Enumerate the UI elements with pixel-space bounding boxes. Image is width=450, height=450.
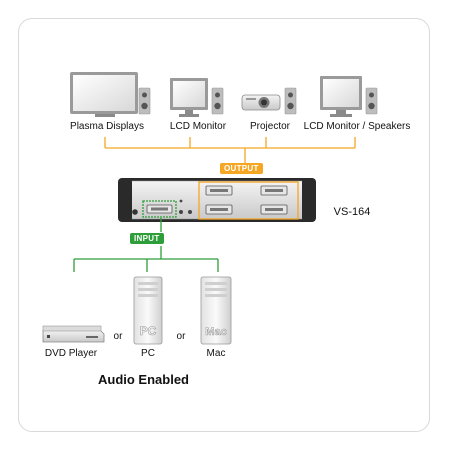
vs164-switch-unit (118, 178, 316, 222)
input-tag: INPUT (130, 233, 164, 244)
output-label-plasma-displays: Plasma Displays (70, 121, 144, 132)
output-label-lcd-monitor: LCD Monitor (169, 121, 227, 132)
pc-badge: PC (140, 324, 157, 338)
or-separator-1: or (113, 331, 123, 342)
lcd-monitor-speakers-icon (320, 76, 378, 117)
device-model-label: VS-164 (333, 206, 371, 218)
plasma-display-icon (70, 72, 151, 117)
mac-tower-icon: Mac (200, 276, 232, 345)
lcd-monitor-icon (170, 78, 224, 117)
audio-enabled-heading: Audio Enabled (98, 372, 189, 387)
pc-tower-icon: PC (133, 276, 163, 345)
output-tag: OUTPUT (220, 163, 263, 174)
source-label-dvd-player: DVD Player (44, 348, 98, 359)
source-label-pc: PC (141, 348, 155, 359)
source-label-mac: Mac (206, 348, 226, 359)
mac-badge: Mac (205, 326, 226, 338)
or-separator-2: or (176, 331, 186, 342)
output-label-projector: Projector (249, 121, 291, 132)
dvd-player-icon (42, 325, 105, 343)
output-connector-lines (104, 137, 356, 166)
output-label-lcd-monitor-speakers: LCD Monitor / Speakers (303, 121, 411, 132)
input-connector-lines (73, 218, 219, 272)
projector-icon (241, 87, 297, 115)
